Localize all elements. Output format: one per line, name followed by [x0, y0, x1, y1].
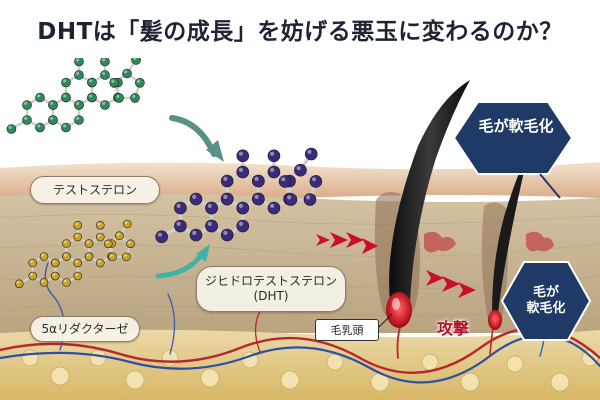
attack-label: 攻撃	[436, 319, 469, 338]
reductase-molecule-icon	[14, 219, 135, 289]
dht-molecule-icon	[155, 147, 323, 244]
hair-follicle-icon	[374, 80, 470, 328]
page-title: DHTは「髪の成長」を妨げる悪玉に変わるのか？	[37, 19, 563, 45]
miniaturization-callout-2-line2: 軟毛化	[526, 301, 566, 316]
miniaturization-callout-2-line1: 毛が	[532, 285, 559, 301]
testosterone-label: テストステロン	[30, 176, 160, 204]
illustration	[0, 58, 600, 400]
fat-layer	[0, 329, 600, 400]
testosterone-molecule-icon	[6, 58, 145, 134]
miniaturized-follicle-icon	[481, 154, 554, 330]
dermis-layer	[0, 193, 600, 333]
attack-arrow-icon	[316, 232, 476, 298]
dht-name: ジヒドロテストステロン	[204, 274, 337, 288]
callout-hexagon-2	[500, 261, 592, 341]
catalysis-arrow-icon	[155, 251, 205, 279]
reductase-label: 5αリダクターゼ	[30, 316, 140, 342]
dht-abbreviation: (DHT)	[253, 289, 289, 303]
callout-hexagon-1	[452, 101, 574, 175]
miniaturization-callout-2: 毛が 軟毛化	[513, 276, 579, 326]
miniaturization-callout-1: 毛が軟毛化	[478, 117, 554, 135]
dht-label: ジヒドロテストステロン (DHT)	[196, 266, 346, 312]
dermal-papilla-label: 毛乳頭	[315, 319, 379, 341]
